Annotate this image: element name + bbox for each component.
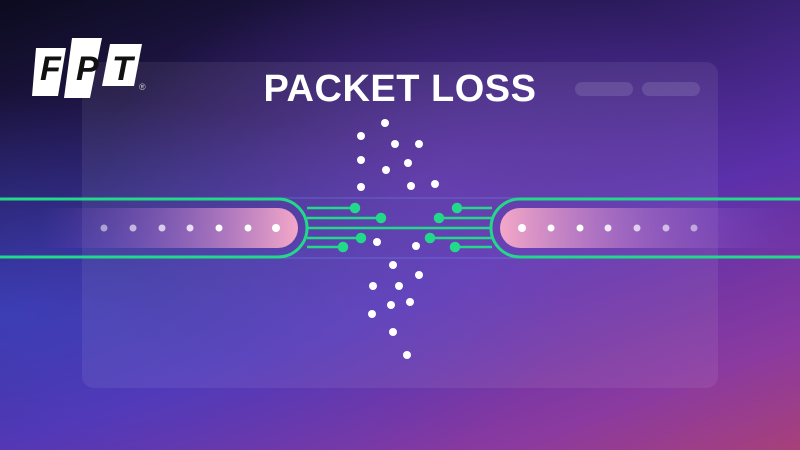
page-title: PACKET LOSS — [263, 68, 537, 110]
fpt-logo: F P T ® — [32, 38, 146, 98]
svg-text:P: P — [76, 50, 99, 88]
connector-wires — [307, 202, 492, 253]
packets — [100, 224, 698, 232]
svg-text:®: ® — [139, 82, 146, 92]
lost-packets — [357, 119, 439, 359]
window-control-bar — [575, 82, 633, 96]
svg-text:T: T — [112, 50, 136, 88]
left-pipe — [0, 197, 309, 259]
window-control-bar — [642, 82, 700, 96]
right-pipe — [489, 197, 800, 259]
svg-text:F: F — [40, 50, 62, 88]
